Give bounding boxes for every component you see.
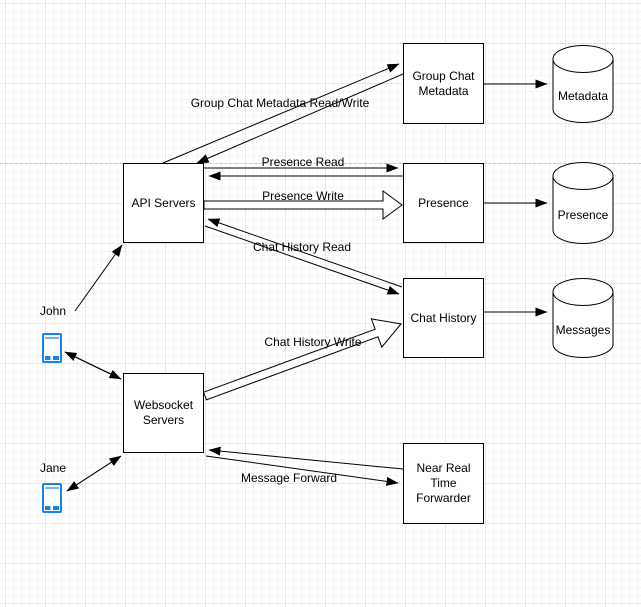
phone-top-line	[45, 337, 59, 339]
edge-message-forward-to-forwarder	[205, 455, 399, 486]
edge-label-chat-history-write: Chat History Write	[264, 335, 362, 349]
jane-phone-icon[interactable]	[42, 483, 62, 513]
database-messages-cylinder[interactable]	[552, 278, 614, 358]
node-api-servers[interactable]: API Servers	[123, 163, 204, 243]
edge-group-chat-metadata-to-api	[196, 73, 404, 164]
block-arrow-presence-write	[203, 190, 403, 220]
edge-websocket-to-john-phone	[64, 351, 122, 380]
edge-chat-history-read-to-api	[207, 218, 403, 288]
edge-label-group-chat-metadata-rw: Group Chat Metadata Read/Write	[190, 96, 370, 110]
edge-label-chat-history-read: Chat History Read	[252, 240, 352, 254]
phone-bottom-bar	[45, 506, 59, 510]
node-group-chat-metadata[interactable]: Group Chat Metadata	[403, 43, 484, 124]
node-near-real-time-forwarder[interactable]: Near Real Time Forwarder	[403, 443, 484, 524]
database-metadata-cylinder[interactable]	[552, 45, 614, 123]
database-metadata-label: Metadata	[557, 89, 609, 103]
edge-chat-history-read-to-chat-history	[204, 225, 400, 295]
phone-bottom-bar	[45, 356, 59, 360]
node-websocket-servers-label: Websocket Servers	[133, 398, 194, 427]
node-near-real-time-forwarder-label: Near Real Time Forwarder	[416, 461, 471, 505]
node-presence-label: Presence	[418, 195, 469, 210]
node-websocket-servers[interactable]: Websocket Servers	[123, 373, 204, 453]
node-group-chat-metadata-label: Group Chat Metadata	[412, 68, 475, 98]
edge-message-forward-to-websocket	[208, 446, 404, 470]
actor-jane-label: Jane	[40, 461, 67, 475]
database-messages-label: Messages	[555, 323, 611, 337]
page-boundary-dashed-line	[0, 163, 641, 164]
database-presence-label: Presence	[557, 208, 609, 222]
edge-label-presence-read: Presence Read	[261, 155, 345, 169]
phone-top-line	[45, 487, 59, 489]
edge-john-to-api	[74, 244, 123, 312]
node-presence[interactable]: Presence	[403, 163, 484, 243]
edge-api-to-group-chat-metadata	[162, 63, 400, 164]
node-chat-history-label: Chat History	[410, 310, 477, 325]
edge-label-message-forward: Message Forward	[240, 471, 338, 485]
john-phone-icon[interactable]	[42, 333, 62, 363]
block-arrow-chat-history-write	[202, 318, 402, 401]
node-api-servers-label: API Servers	[131, 195, 196, 210]
actor-john-label: John	[40, 304, 67, 318]
database-presence-cylinder[interactable]	[552, 162, 614, 244]
edge-websocket-to-jane-phone	[66, 455, 122, 492]
edge-label-presence-write: Presence Write	[262, 189, 344, 203]
node-chat-history[interactable]: Chat History	[403, 278, 484, 358]
